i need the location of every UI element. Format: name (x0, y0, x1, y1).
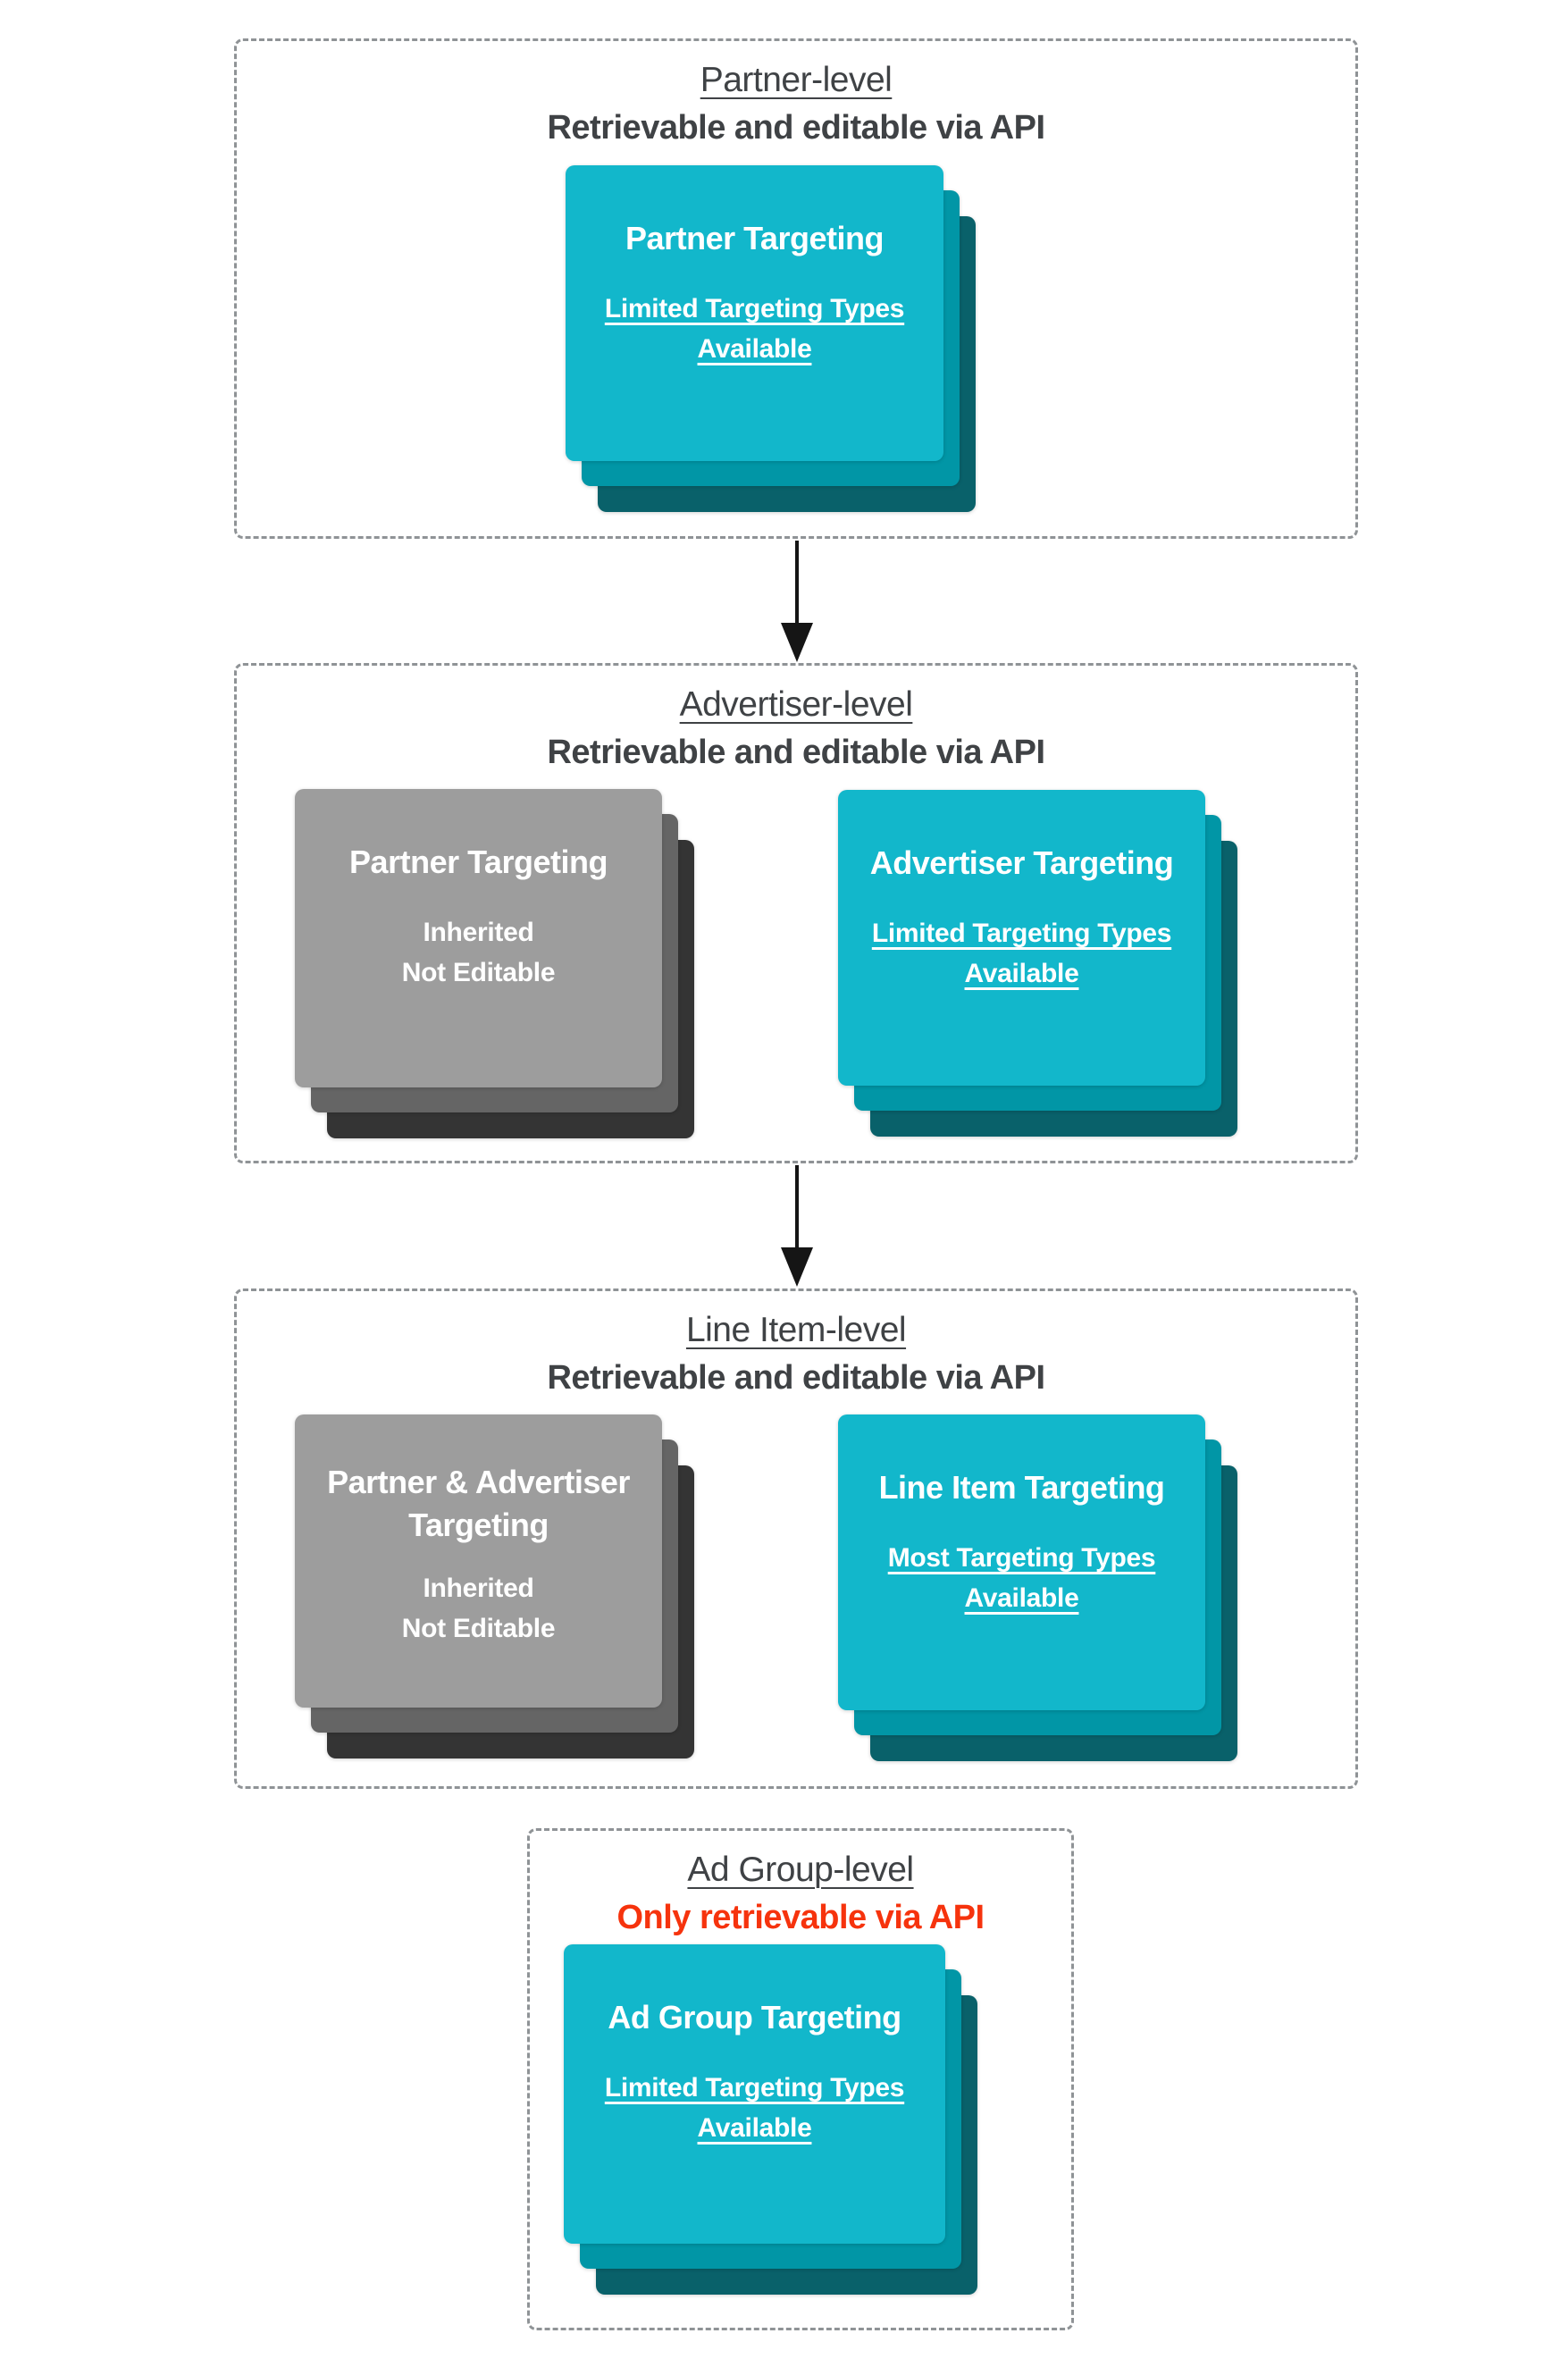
card-subtitle: Most Targeting Types Available (887, 1543, 1156, 1613)
ad-group-level-section: Ad Group-level Only retrievable via API … (527, 1828, 1074, 2330)
section-header: Ad Group-level Only retrievable via API (530, 1831, 1071, 1937)
line-item-targeting-card-stack: Line Item Targeting Most Targeting Types… (838, 1414, 1237, 1761)
section-subtitle: Retrievable and editable via API (547, 109, 1045, 147)
section-title: Line Item-level (685, 1311, 907, 1349)
inherited-partner-targeting-card-stack: Partner Targeting Inherited Not Editable (295, 789, 694, 1138)
line-item-targeting-card: Line Item Targeting Most Targeting Types… (838, 1414, 1205, 1710)
card-subtitle: Inherited Not Editable (401, 1568, 556, 1649)
ad-group-targeting-card: Ad Group Targeting Limited Targeting Typ… (564, 1944, 945, 2244)
card-subtitle: Limited Targeting Types Available (604, 2073, 905, 2143)
section-header: Line Item-level Retrievable and editable… (237, 1291, 1355, 1398)
card-subtitle: Limited Targeting Types Available (604, 294, 905, 364)
card-subtitle-line: Not Editable (401, 958, 556, 987)
section-title: Ad Group-level (687, 1851, 914, 1889)
advertiser-targeting-card-stack: Advertiser Targeting Limited Targeting T… (838, 790, 1237, 1137)
section-subtitle: Retrievable and editable via API (547, 1359, 1045, 1397)
arrow-head (781, 1247, 813, 1287)
section-subtitle: Only retrievable via API (616, 1899, 985, 1936)
card-subtitle: Inherited Not Editable (401, 912, 556, 993)
card-title: Partner Targeting (625, 220, 884, 256)
arrow-shaft (795, 1165, 799, 1249)
flow-arrow-down-icon (779, 541, 815, 662)
card-title: Partner Targeting (349, 844, 608, 880)
card-subtitle: Limited Targeting Types Available (871, 919, 1172, 988)
inherited-partner-advertiser-targeting-card: Partner & Advertiser Targeting Inherited… (295, 1414, 662, 1708)
section-header: Partner-level Retrievable and editable v… (237, 41, 1355, 147)
partner-targeting-card-stack: Partner Targeting Limited Targeting Type… (566, 165, 976, 512)
inherited-partner-targeting-card: Partner Targeting Inherited Not Editable (295, 789, 662, 1087)
arrow-head (781, 623, 813, 662)
card-title: Line Item Targeting (878, 1469, 1165, 1506)
advertiser-targeting-card: Advertiser Targeting Limited Targeting T… (838, 790, 1205, 1086)
line-item-level-section: Line Item-level Retrievable and editable… (234, 1288, 1358, 1789)
ad-group-targeting-card-stack: Ad Group Targeting Limited Targeting Typ… (564, 1944, 977, 2295)
card-subtitle-line: Inherited (423, 918, 534, 947)
card-subtitle-line: Inherited (423, 1574, 534, 1603)
inherited-partner-advertiser-targeting-card-stack: Partner & Advertiser Targeting Inherited… (295, 1414, 694, 1758)
arrow-shaft (795, 541, 799, 625)
section-subtitle: Retrievable and editable via API (547, 734, 1045, 771)
card-subtitle-line: Not Editable (401, 1614, 556, 1643)
card-title: Advertiser Targeting (869, 844, 1174, 881)
partner-targeting-card: Partner Targeting Limited Targeting Type… (566, 165, 943, 461)
card-title: Partner & Advertiser Targeting (327, 1464, 630, 1543)
advertiser-level-section: Advertiser-level Retrievable and editabl… (234, 663, 1358, 1163)
section-header: Advertiser-level Retrievable and editabl… (237, 666, 1355, 772)
flow-arrow-down-icon (779, 1165, 815, 1287)
section-title: Advertiser-level (679, 685, 913, 724)
section-title: Partner-level (700, 61, 893, 99)
card-title: Ad Group Targeting (608, 1999, 901, 2035)
partner-level-section: Partner-level Retrievable and editable v… (234, 38, 1358, 539)
